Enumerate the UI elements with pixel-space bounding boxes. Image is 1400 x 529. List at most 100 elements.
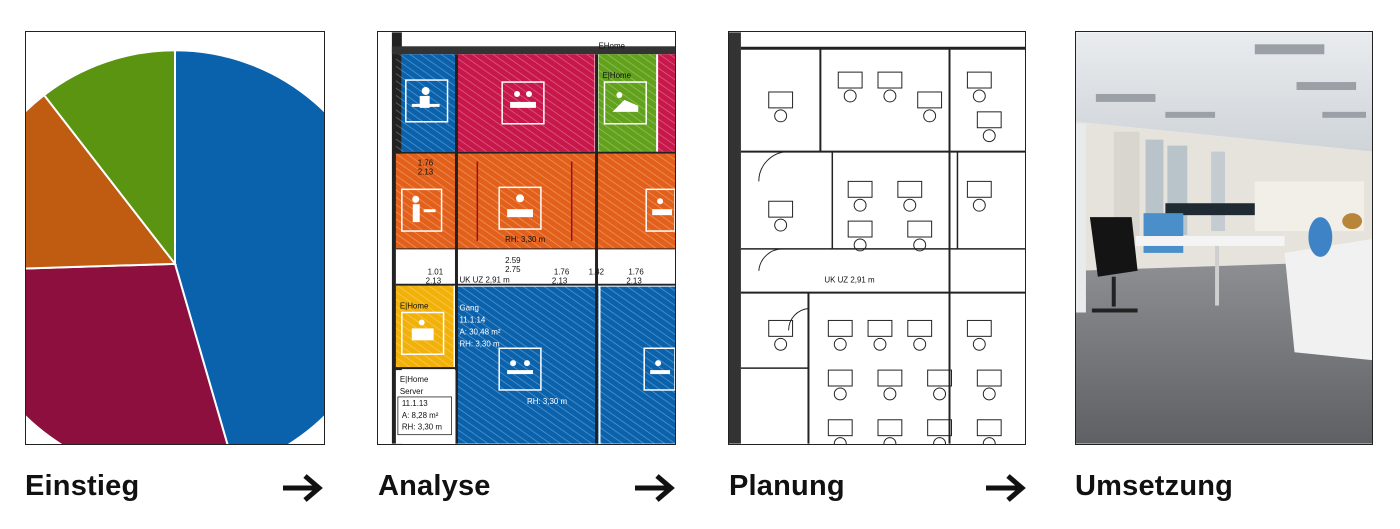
desk-14 — [827, 369, 853, 387]
ehome-green: E|Home — [602, 71, 631, 80]
monitors — [1165, 203, 1255, 216]
chair-23 — [774, 218, 788, 232]
chair-2 — [923, 109, 937, 123]
chair-5 — [853, 198, 867, 212]
pie-slice-2 — [26, 93, 177, 270]
desk-21 — [976, 419, 1002, 437]
chair-15 — [883, 387, 897, 401]
step-label-einstieg: Einstieg — [25, 470, 140, 502]
server-area: A: 8,28 m² — [402, 411, 439, 420]
desk-9 — [907, 220, 933, 238]
chair-18 — [833, 437, 847, 444]
server-rh: RH: 3,30 m — [402, 423, 443, 432]
step-label-analyse: Analyse — [378, 470, 491, 502]
planung-plan-panel: UK UZ 2,91 m — [728, 31, 1026, 445]
planung-uk-label: UK UZ 2,91 m — [824, 276, 875, 285]
chair-9 — [913, 238, 927, 252]
dim-101: 1.01 — [428, 268, 444, 277]
dim-213-a: 2.13 — [426, 277, 442, 286]
desk-12 — [907, 319, 933, 337]
desk-6 — [897, 180, 923, 198]
planung-floor-plan: UK UZ 2,91 m — [729, 32, 1025, 444]
desk-0 — [837, 71, 863, 89]
chair-16 — [933, 387, 947, 401]
gang-id: 11.1.14 — [459, 315, 485, 324]
analyse-plan-panel: EHome 1.76 2.13 RH: 3,30 m 2.59 2.75 1.0… — [377, 31, 676, 445]
pie-chart — [26, 49, 324, 444]
pie-slice-0 — [174, 49, 324, 444]
ehome-lower: E|Home — [400, 302, 429, 311]
server-id: 11.1.13 — [402, 399, 428, 408]
desk-17 — [976, 369, 1002, 387]
office-chair — [1089, 217, 1138, 277]
desk-10 — [827, 319, 853, 337]
server-title: E|Home — [400, 375, 429, 384]
conference-icon — [498, 186, 542, 230]
side-desk — [1284, 238, 1372, 361]
server-name: Server — [400, 387, 424, 396]
team-desk-icon — [645, 188, 675, 232]
dim-176-top: 1.76 — [418, 158, 434, 167]
desk-24 — [768, 319, 794, 337]
chair-21 — [982, 437, 996, 444]
gang-label: Gang — [459, 304, 478, 313]
step-label-planung: Planung — [729, 470, 845, 502]
workstation-icon — [643, 347, 675, 391]
chair-3 — [972, 89, 986, 103]
desk-16 — [927, 369, 952, 387]
meeting-table-icon — [501, 81, 545, 125]
workstation-icon — [498, 347, 542, 391]
ceiling-lights — [1095, 44, 1367, 118]
desk-15 — [877, 369, 903, 387]
gang-area: A: 30,48 m² — [459, 327, 500, 336]
chair-10 — [833, 337, 847, 351]
chair-14 — [833, 387, 847, 401]
chair-4 — [982, 129, 996, 143]
chair-11 — [873, 337, 887, 351]
pie-slice-1 — [26, 262, 229, 444]
chair-19 — [883, 437, 897, 444]
dim-176-b: 1.76 — [628, 268, 644, 277]
room-height-bottom: RH: 3,30 m — [527, 397, 568, 406]
desk-furniture-group — [768, 71, 1002, 444]
desk-18 — [827, 419, 853, 437]
pie-slice-3 — [42, 49, 176, 267]
chair-13 — [972, 337, 986, 351]
desk-1 — [877, 71, 903, 89]
chair-8 — [853, 238, 867, 252]
chair-1 — [883, 89, 897, 103]
room-height-mid: RH: 3,30 m — [505, 235, 546, 244]
uk-label: UK UZ 2,91 m — [459, 276, 510, 285]
lounge-chair-icon — [603, 81, 647, 125]
person-at-desk-icon — [405, 79, 449, 123]
chair-7 — [972, 198, 986, 212]
dim-176-a: 1.76 — [554, 268, 570, 277]
desk-11 — [867, 319, 893, 337]
desk-4 — [976, 111, 1002, 129]
chair-17 — [982, 387, 996, 401]
arrow-right-icon — [635, 474, 675, 502]
office-photo — [1076, 32, 1372, 444]
dim-259: 2.59 — [505, 256, 521, 265]
desk-20 — [927, 419, 952, 437]
desk-23 — [768, 200, 794, 218]
chair-22 — [774, 109, 788, 123]
desk-2 — [917, 91, 943, 109]
analyse-floor-plan: EHome 1.76 2.13 RH: 3,30 m 2.59 2.75 1.0… — [378, 32, 675, 444]
chair-12 — [913, 337, 927, 351]
arrow-right-icon — [986, 474, 1026, 502]
dim-213-c: 2.13 — [626, 277, 642, 286]
room-label-top: EHome — [599, 41, 626, 50]
umsetzung-photo-panel — [1075, 31, 1373, 445]
chair-24 — [774, 337, 788, 351]
desk-19 — [877, 419, 903, 437]
desk-3 — [966, 71, 992, 89]
desk-7 — [966, 180, 992, 198]
gang-rh: RH: 3,30 m — [459, 339, 500, 348]
dim-213-top: 2.13 — [418, 167, 434, 176]
chair-0 — [843, 89, 857, 103]
desk-8 — [847, 220, 873, 238]
step-label-umsetzung: Umsetzung — [1075, 470, 1234, 502]
desk-22 — [768, 91, 794, 109]
dim-275: 2.75 — [505, 265, 521, 274]
